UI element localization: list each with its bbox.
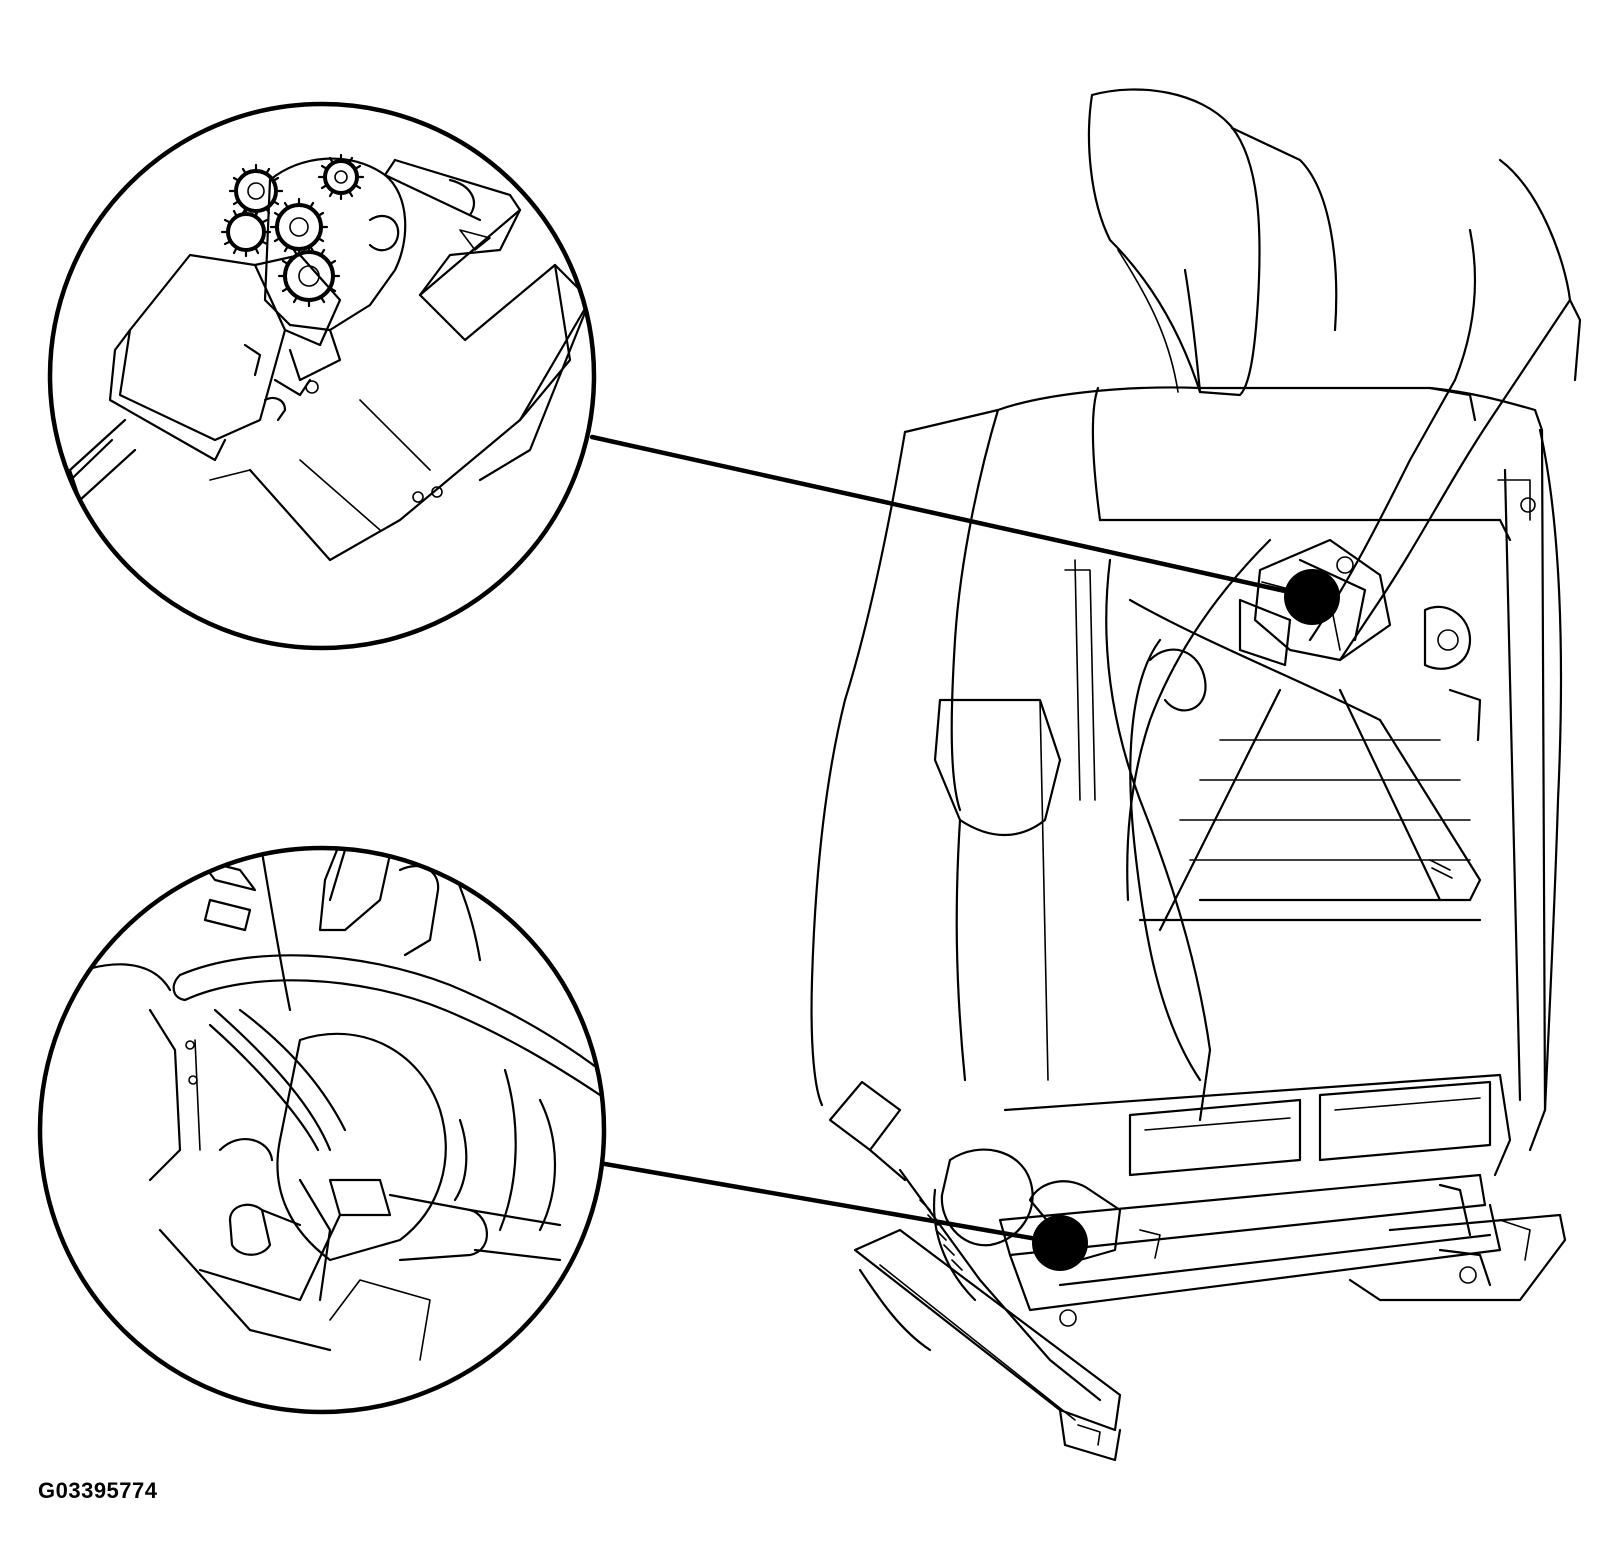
lower-location-marker xyxy=(1032,1215,1088,1271)
lower-detail-view xyxy=(37,845,607,1415)
upper-detail-border xyxy=(47,101,597,651)
seat-assembly xyxy=(810,88,1582,1462)
gear-cluster xyxy=(220,153,365,308)
seat-cushion-frame xyxy=(998,1073,1512,1327)
upper-location-marker xyxy=(1284,569,1340,625)
headrest xyxy=(1087,88,1338,397)
seat-rails xyxy=(853,1213,1567,1462)
seat-back xyxy=(810,386,1563,1152)
figure-id-label: G03395774 xyxy=(38,1478,158,1503)
callout-leaders xyxy=(579,434,1340,1271)
lower-detail-border xyxy=(37,845,607,1415)
back-frame xyxy=(1105,538,1482,1122)
seat-belt xyxy=(1308,158,1582,662)
upper-detail-view xyxy=(47,101,597,651)
